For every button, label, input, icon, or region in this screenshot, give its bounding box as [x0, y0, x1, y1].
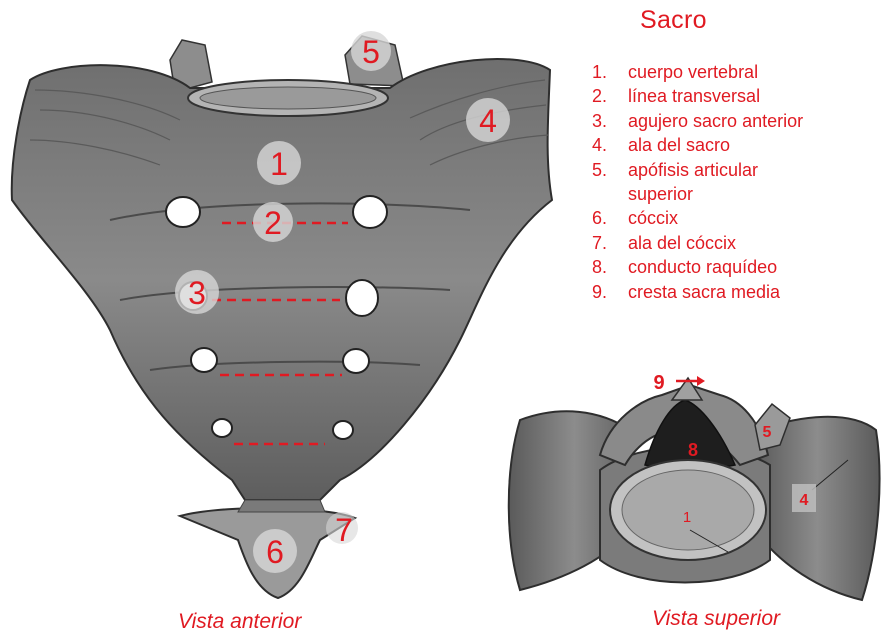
- sacrum-anterior-view: 1 2 3 4 5 6 7: [12, 31, 552, 598]
- foramen: [191, 348, 217, 372]
- marker-anterior-3: 3: [175, 270, 219, 314]
- marker-label: 6: [266, 534, 284, 570]
- marker-superior-1: 1: [683, 509, 691, 526]
- caption-anterior: Vista anterior: [178, 610, 301, 634]
- sacrum-superior-view: 1 4 5 8 9: [509, 372, 880, 600]
- marker-anterior-5: 5: [351, 31, 391, 71]
- foramen: [333, 421, 353, 439]
- marker-label: 8: [688, 440, 698, 460]
- marker-label: 4: [479, 103, 497, 139]
- foramen: [343, 349, 369, 373]
- marker-superior-4: 4: [792, 484, 816, 512]
- vertebral-body-top-inner: [200, 87, 376, 109]
- marker-superior-8: 8: [688, 440, 698, 460]
- marker-label: 5: [362, 34, 380, 70]
- marker-label: 4: [800, 492, 809, 509]
- marker-label: 1: [683, 509, 691, 526]
- marker-superior-9: 9: [653, 372, 664, 394]
- foramen: [346, 280, 378, 316]
- marker-label: 7: [335, 512, 353, 548]
- marker-label: 3: [188, 275, 206, 311]
- marker-anterior-2: 2: [253, 202, 293, 242]
- marker-label: 5: [763, 424, 772, 441]
- foramen: [212, 419, 232, 437]
- marker-anterior-7: 7: [326, 512, 358, 548]
- coccyx-neck: [238, 500, 325, 512]
- foramen: [166, 197, 200, 227]
- marker-label: 9: [653, 372, 664, 394]
- marker-anterior-1: 1: [257, 141, 301, 185]
- caption-superior: Vista superior: [652, 607, 780, 631]
- marker-anterior-6: 6: [253, 529, 297, 573]
- foramen: [353, 196, 387, 228]
- marker-label: 1: [270, 146, 288, 182]
- crest-arrowhead: [697, 376, 705, 386]
- marker-anterior-4: 4: [466, 98, 510, 142]
- marker-superior-5: 5: [763, 424, 772, 441]
- marker-label: 2: [264, 205, 282, 241]
